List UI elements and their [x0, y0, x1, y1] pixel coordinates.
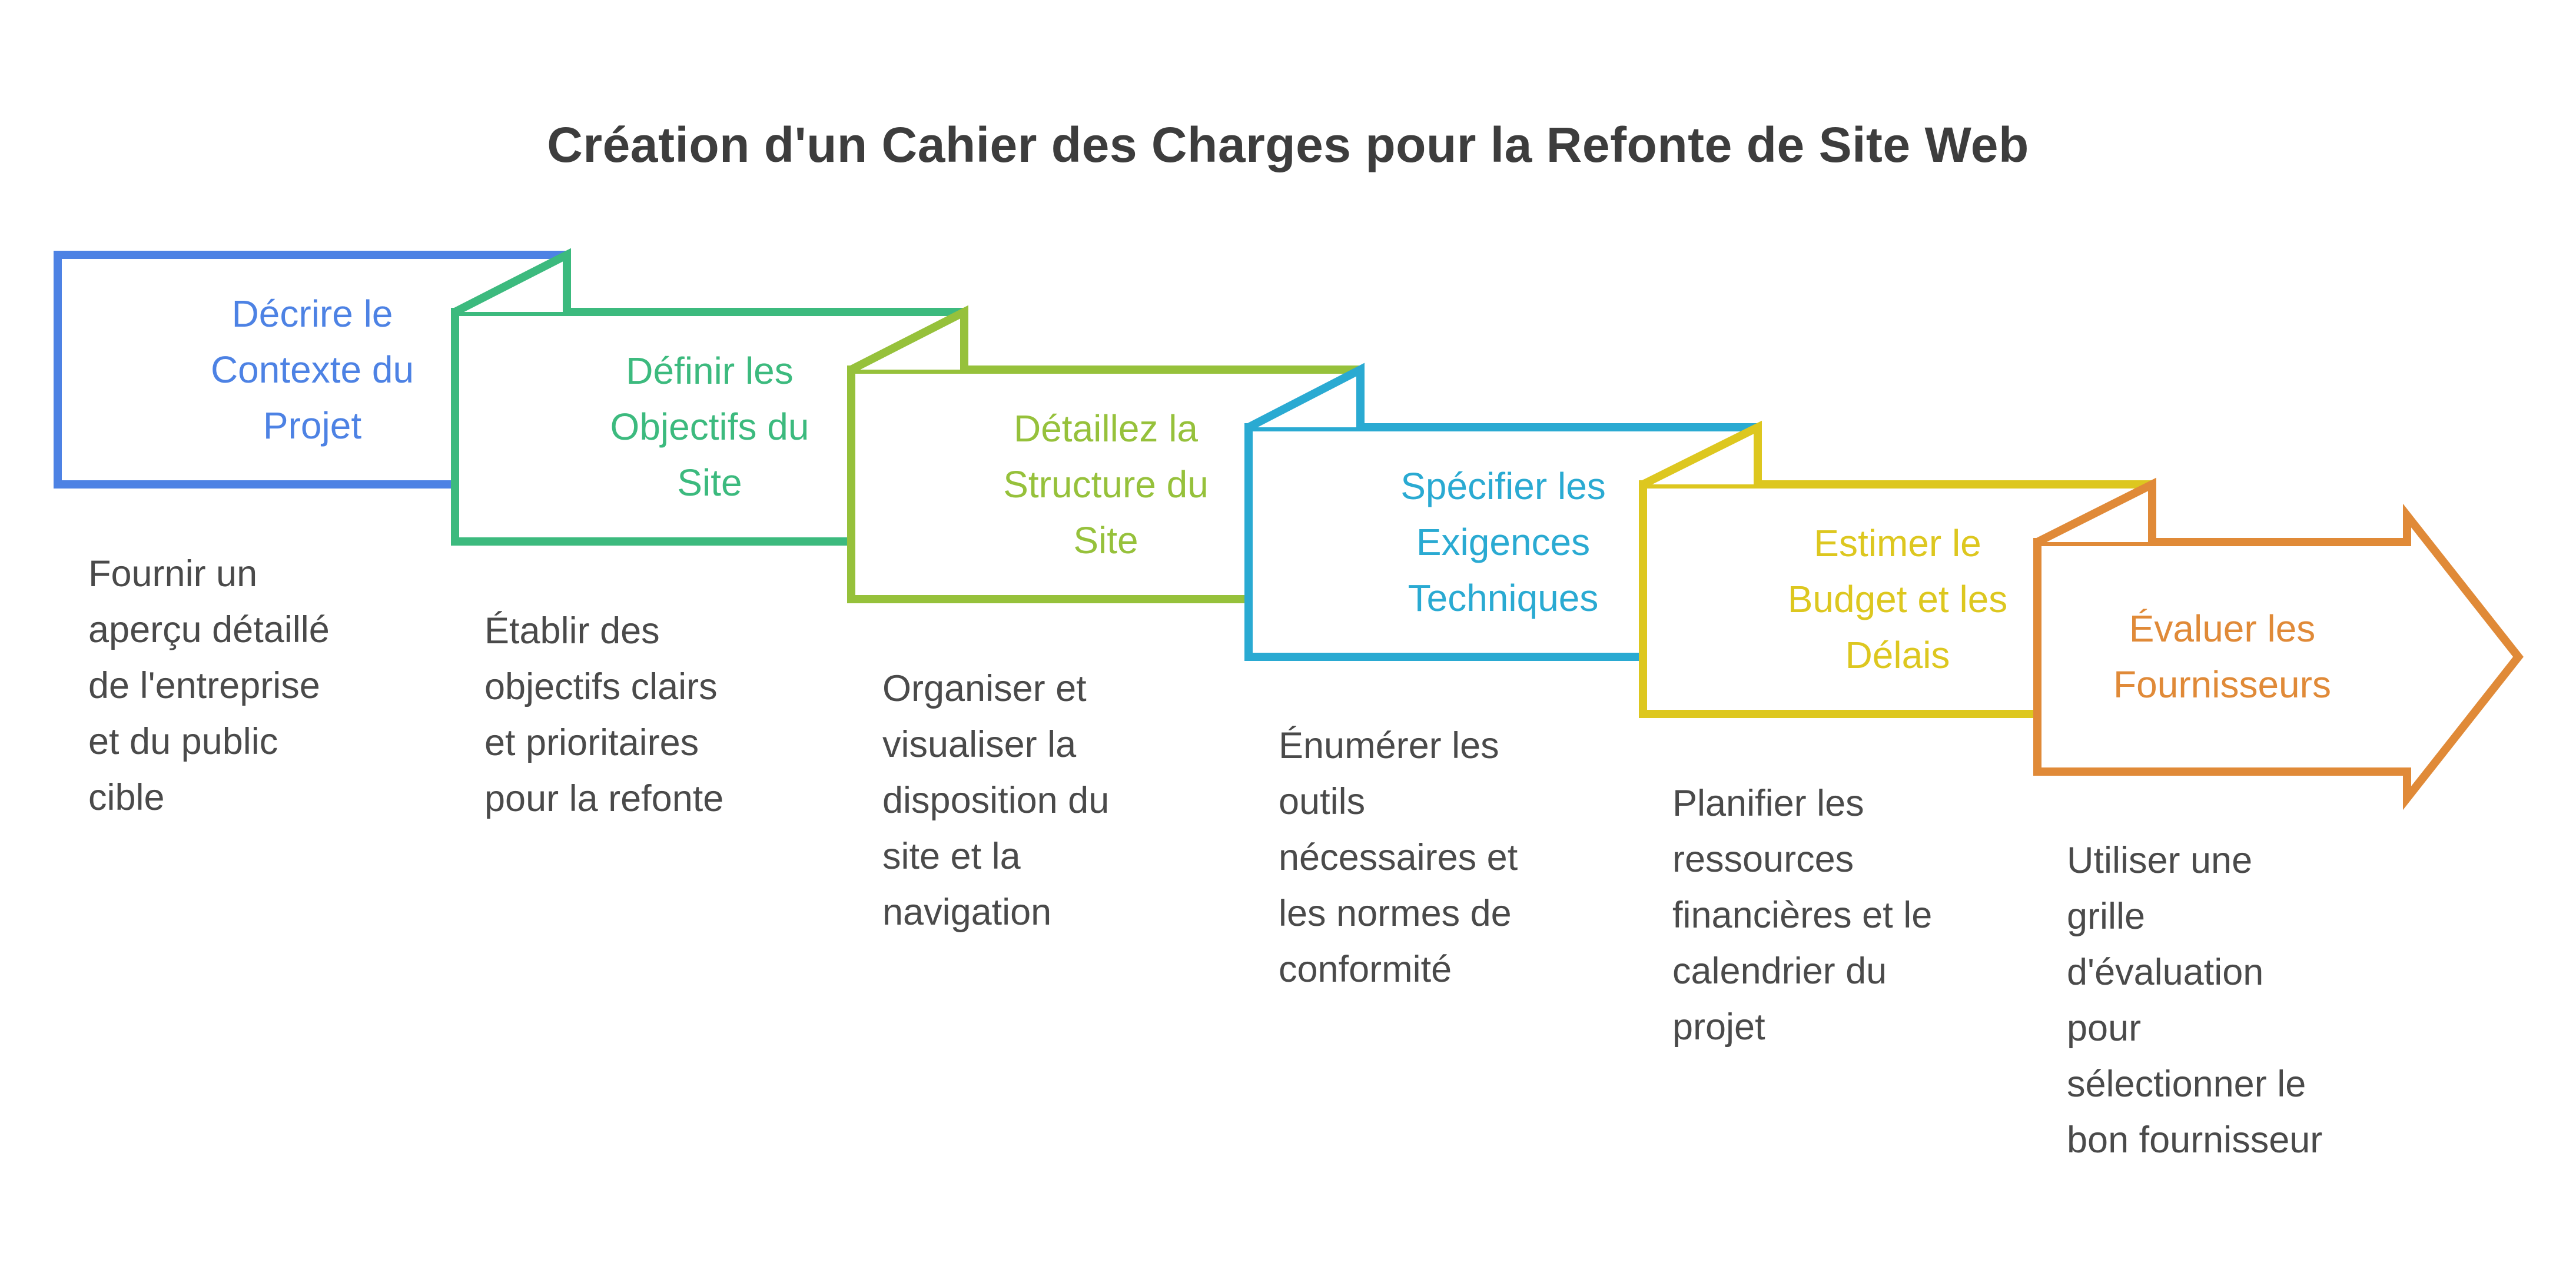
step-description-5: Planifier les ressources financières et … — [1672, 783, 1933, 1048]
step-label-1: Décrire le Contexte du Projet — [210, 292, 414, 447]
step-shape-6 — [2033, 477, 2524, 810]
step-shape-2 — [451, 248, 968, 546]
step-label-5: Estimer le Budget et les Délais — [1787, 521, 2008, 676]
step-description-6: Utiliser une grille d'évaluation pour sé… — [2067, 840, 2323, 1161]
step-description-4: Énumérer les outils nécessaires et les n… — [1279, 725, 1518, 990]
step-fold-2 — [453, 248, 571, 316]
step-shape-5 — [1639, 420, 2156, 718]
diagram-title: Création d'un Cahier des Charges pour la… — [547, 117, 2029, 172]
step-description-3: Organiser et visualiser la disposition d… — [882, 668, 1110, 933]
step-label-6: Évaluer les Fournisseurs — [2113, 607, 2331, 706]
step-description-2: Établir des objectifs clairs et priorita… — [484, 610, 724, 819]
arrow-shape — [2033, 503, 2524, 810]
step-label-2: Définir les Objectifs du Site — [610, 349, 809, 504]
step-description-1: Fournir un aperçu détaillé de l'entrepri… — [88, 553, 330, 818]
step-fold-3 — [849, 305, 968, 374]
step-fold-5 — [1641, 420, 1762, 489]
step-label-4: Spécifier les Exigences Techniques — [1400, 464, 1606, 619]
step-fold-6 — [2035, 477, 2156, 546]
step-label-3: Détaillez la Structure du Site — [1003, 407, 1209, 561]
step-fold-4 — [1246, 363, 1365, 431]
